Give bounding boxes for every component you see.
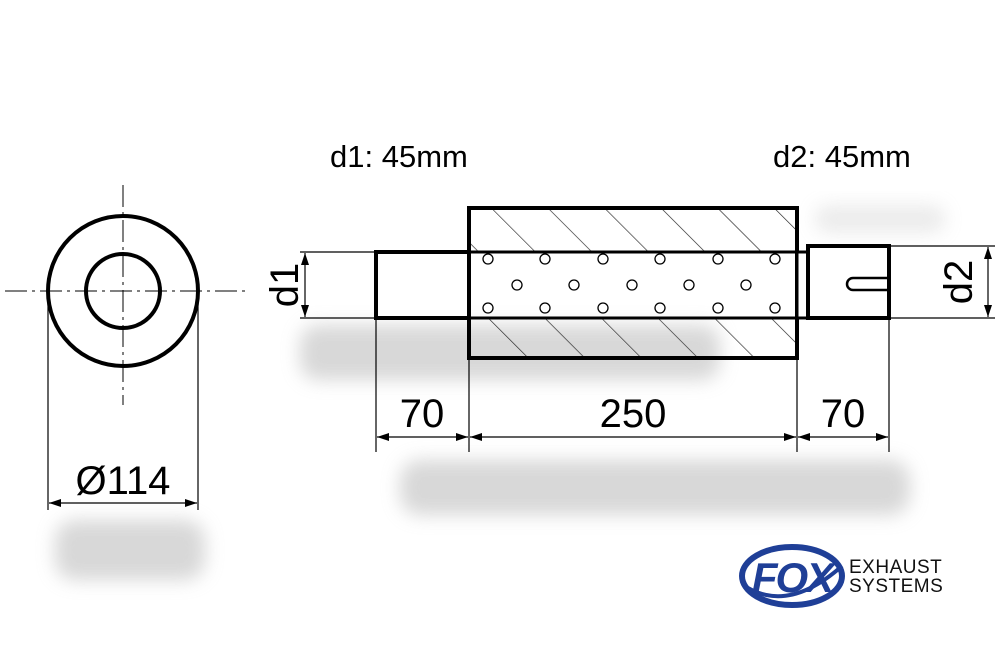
inner-pipe-circle [84, 252, 162, 330]
fox-logo-mark: FOX [752, 554, 837, 601]
fox-exhaust-logo: FOX EXHAUST SYSTEMS [739, 544, 943, 608]
fox-logo-ring [739, 544, 845, 608]
inlet-pipe [374, 250, 471, 320]
logo-systems-text: SYSTEMS [849, 576, 943, 597]
body-length-label: 250 [600, 392, 667, 436]
d1-dimension-label: d1 [263, 263, 307, 308]
outlet-length-label: 70 [821, 392, 866, 436]
casing-hatching-top [469, 208, 797, 252]
outer-casing-circle [46, 214, 200, 368]
inlet-length-label: 70 [400, 392, 445, 436]
outlet-slot [845, 276, 888, 292]
fox-logo-swoosh [747, 564, 844, 599]
d2-dimension-label: d2 [937, 260, 981, 305]
casing-hatching-bottom [469, 318, 797, 358]
end-view: Ø114 [5, 185, 250, 510]
diameter-label: Ø114 [76, 459, 171, 503]
spec-d2-label: d2: 45mm [773, 139, 911, 174]
perforation-holes [482, 253, 781, 314]
logo-exhaust-text: EXHAUST [849, 557, 942, 578]
side-view: d1 d2 70 250 70 [263, 206, 995, 452]
spec-d1-label: d1: 45mm [330, 139, 468, 174]
